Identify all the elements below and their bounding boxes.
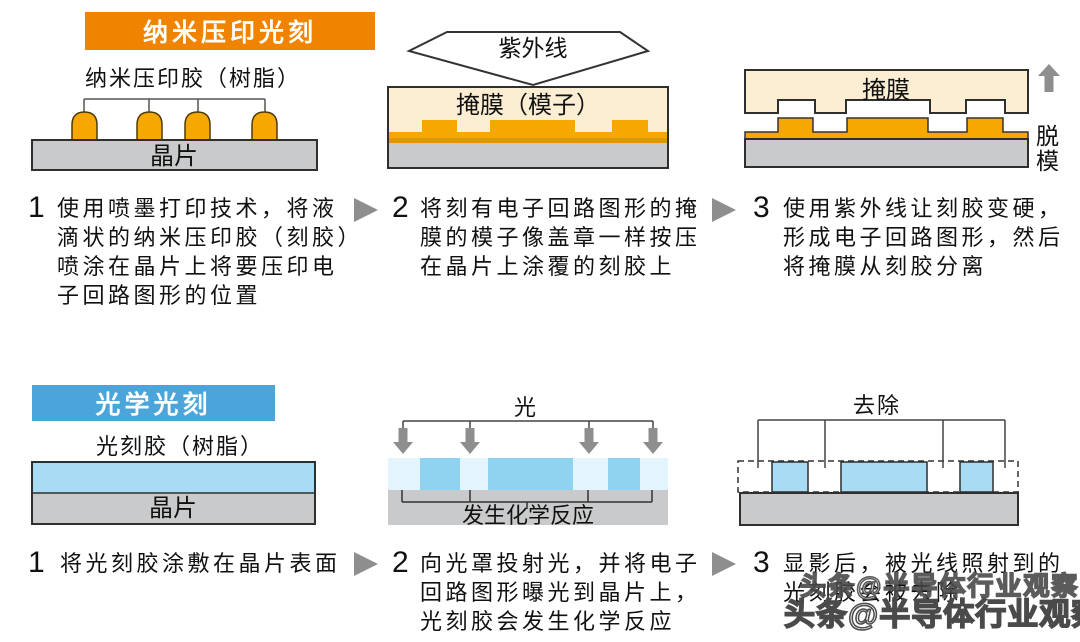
- resist-droplet: [184, 111, 211, 141]
- reaction-bracket: [401, 490, 653, 509]
- light-down-arrow-icon: [579, 428, 599, 454]
- next-step-arrow-icon: [712, 552, 736, 576]
- optical-step3-text: 显影后，被光线照射到的光刻胶会被去除: [783, 551, 1064, 605]
- remaining-resist-block: [840, 461, 928, 493]
- next-step-arrow-icon: [354, 552, 378, 576]
- droplet-callout-lines: [83, 98, 266, 112]
- optical-header-label: 光学光刻: [95, 391, 212, 419]
- mask-mold-label: 掩膜（模子）: [456, 92, 600, 119]
- optical-step1-diagram: 晶片: [31, 461, 316, 525]
- uv-down-arrow-icon: [406, 31, 651, 87]
- removal-callout-lines: [757, 419, 1006, 468]
- photoresist-layer: [32, 462, 315, 493]
- unexposed-resist-block: [488, 458, 573, 490]
- wafer: [31, 139, 318, 171]
- optical-step1-text: 将光刻胶涂敷在晶片表面: [60, 551, 341, 576]
- nano-step3-diagram: 掩膜: [744, 64, 1060, 168]
- resist-droplet: [251, 111, 278, 141]
- demold-label: 脱模: [1036, 123, 1059, 174]
- next-step-arrow-icon: [712, 198, 736, 222]
- nano-header-label: 纳米压印光刻: [142, 19, 317, 47]
- stack-outline: [387, 86, 669, 169]
- cured-resist-pattern: [744, 117, 1029, 140]
- nano-header: 纳米压印光刻: [85, 12, 375, 50]
- nano-step2-number: 2: [392, 191, 409, 224]
- light-distribution-lines: [402, 420, 654, 428]
- optical-step1-number: 1: [28, 546, 45, 579]
- mask-comb: [744, 69, 1029, 114]
- nano-step1-number: 1: [28, 191, 45, 224]
- nano-step2-diagram: 紫外线 掩膜（模子）: [387, 31, 669, 169]
- next-step-arrow-icon: [354, 198, 378, 222]
- uv-label: 紫外线: [499, 35, 568, 61]
- unexposed-resist-block: [420, 458, 460, 490]
- resist-base-line: [388, 138, 668, 143]
- remaining-resist-block: [771, 461, 809, 493]
- wafer: [32, 493, 315, 524]
- watermark: 头条@半导体行业观察: [783, 596, 1080, 633]
- nano-step2-text: 将刻有电子回路图形的掩膜的模子像盖章一样按压在晶片上涂覆的刻胶上: [420, 196, 701, 279]
- light-down-arrow-icon: [643, 428, 663, 454]
- nano-step1-diagram: 晶片: [31, 98, 318, 171]
- nano-step3-number: 3: [753, 191, 770, 224]
- optical-step3-number: 3: [753, 546, 770, 579]
- nano-resist-label: 纳米压印胶（树脂）: [85, 66, 302, 91]
- resist-droplet: [136, 111, 163, 141]
- light-label: 光: [514, 395, 539, 420]
- removal-label: 去除: [853, 393, 902, 418]
- wafer: [744, 138, 1029, 168]
- remaining-resist-block: [959, 461, 994, 493]
- optical-resist-label: 光刻胶（树脂）: [96, 434, 265, 459]
- resist-droplet: [71, 111, 98, 141]
- nano-step1-text: 使用喷墨打印技术，将液滴状的纳米压印胶（刻胶）喷涂在晶片上将要压印电子回路图形的…: [57, 196, 353, 308]
- unexposed-resist-block: [608, 458, 640, 490]
- optical-step2-text: 向光罩投射光，并将电子回路图形曝光到晶片上，光刻胶会发生化学反应: [420, 551, 701, 634]
- up-arrow-icon: [1038, 64, 1060, 92]
- wafer-label: 晶片: [150, 143, 198, 170]
- optical-step3-diagram: [737, 419, 1019, 526]
- stack-outline: [31, 461, 316, 525]
- optical-step2-diagram: 发生化学反应: [388, 420, 668, 528]
- wafer-label: 晶片: [149, 495, 197, 522]
- optical-header: 光学光刻: [32, 385, 275, 421]
- wafer: [739, 492, 1019, 526]
- wafer: [388, 490, 668, 525]
- wafer: [388, 143, 668, 168]
- light-down-arrow-icon: [460, 428, 480, 454]
- reaction-label: 发生化学反应: [462, 503, 594, 528]
- imprinted-resist: [388, 120, 668, 138]
- light-down-arrow-icon: [393, 428, 413, 454]
- optical-step2-number: 2: [392, 546, 409, 579]
- mask-label: 掩膜: [862, 77, 910, 104]
- watermark: 头条@半导体行业观察: [799, 570, 1080, 602]
- nano-step3-text: 使用紫外线让刻胶变硬，形成电子回路图形，然后将掩膜从刻胶分离: [783, 196, 1064, 279]
